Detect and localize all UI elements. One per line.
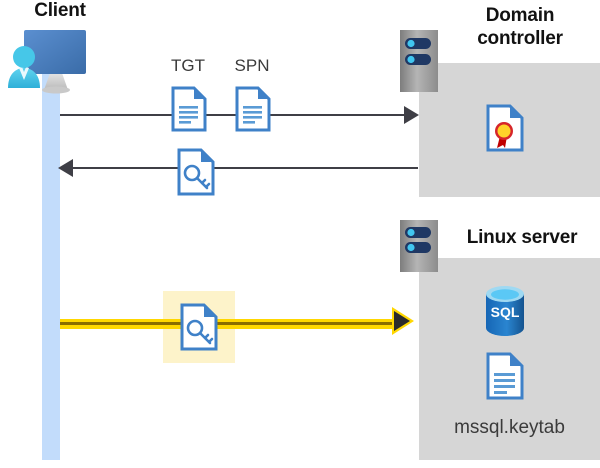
request-arrow-line — [60, 114, 408, 116]
tgt-label: TGT — [171, 56, 205, 75]
domain-controller-server-icon — [400, 30, 438, 92]
service-ticket-arrow-head-inner-icon — [394, 311, 410, 331]
domain-controller-title: Domain controller — [440, 4, 600, 50]
client-lifeline — [42, 60, 60, 460]
tgt-document-icon — [171, 86, 207, 132]
linux-server-title: Linux server — [466, 227, 578, 248]
svg-text:SQL: SQL — [491, 304, 520, 320]
sql-database-icon: SQL — [482, 285, 528, 337]
request-arrow-head-icon — [404, 106, 419, 124]
keytab-document-icon — [486, 352, 524, 400]
domain-controller-title-line1: Domain — [485, 5, 555, 26]
client-title: Client — [34, 0, 86, 21]
keytab-filename-caption: mssql.keytab — [454, 417, 565, 438]
spn-document-icon — [235, 86, 271, 132]
spn-label: SPN — [234, 56, 270, 75]
certificate-icon — [486, 104, 524, 152]
response-arrow-head-icon — [58, 159, 73, 177]
domain-controller-title-line2: controller — [477, 28, 563, 49]
response-arrow-line — [72, 167, 418, 169]
ticket-key-document-icon — [177, 148, 215, 196]
service-ticket-key-document-icon — [180, 303, 218, 351]
client-computer-icon — [6, 26, 102, 98]
linux-server-icon — [400, 220, 438, 272]
service-ticket-arrow-core — [60, 322, 400, 325]
